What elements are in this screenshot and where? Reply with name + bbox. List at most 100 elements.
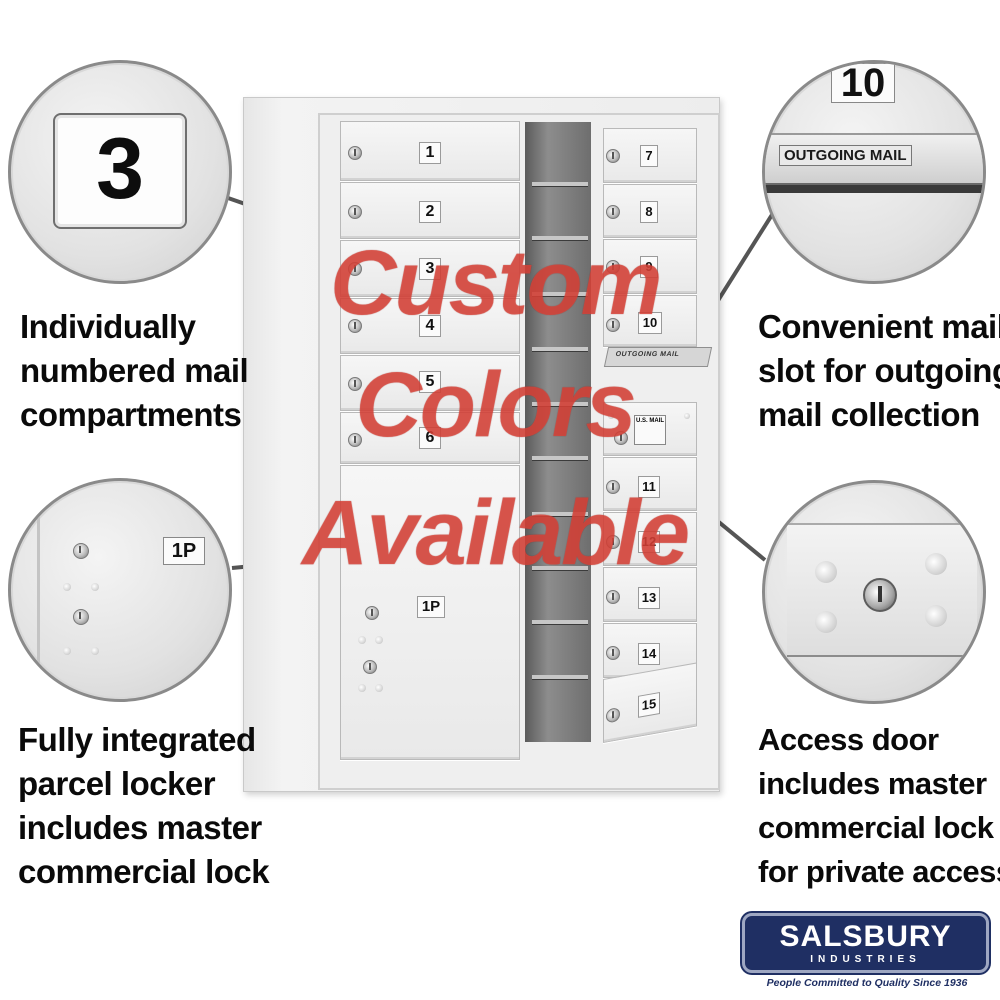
lock-icon bbox=[606, 480, 620, 494]
lock-icon bbox=[606, 205, 620, 219]
logo-name: SALSBURY bbox=[779, 920, 952, 953]
zoom-outgoing-slot: 10 OUTGOING MAIL bbox=[762, 60, 986, 284]
caption-parcel: Fully integrated parcel locker includes … bbox=[18, 718, 270, 894]
lock-icon bbox=[606, 535, 620, 549]
shelf bbox=[532, 236, 588, 241]
caption-line: compartments bbox=[20, 396, 242, 433]
logo-tagline: People Committed to Quality Since 1936 bbox=[766, 977, 968, 989]
mail-door-5[interactable]: 5 bbox=[340, 355, 520, 411]
overlay-line-3: Available bbox=[302, 482, 690, 584]
mail-door-13[interactable]: 13 bbox=[603, 567, 697, 622]
rivet-icon bbox=[815, 561, 837, 583]
rivet-icon bbox=[358, 684, 366, 692]
zoom-parcel-label: 1P bbox=[163, 537, 205, 565]
mail-door-11[interactable]: 11 bbox=[603, 457, 697, 511]
lock-icon bbox=[348, 377, 362, 391]
mail-door-8[interactable]: 8 bbox=[603, 184, 697, 238]
mail-door-10[interactable]: 10 bbox=[603, 295, 697, 347]
lock-icon bbox=[614, 431, 628, 445]
open-shelf-interior bbox=[525, 122, 591, 742]
lock-icon bbox=[606, 646, 620, 660]
logo-subtitle: INDUSTRIES bbox=[810, 954, 921, 965]
door-number: 1 bbox=[419, 142, 441, 164]
rivet-icon bbox=[91, 647, 99, 655]
mail-door-7[interactable]: 7 bbox=[603, 128, 697, 183]
lock-icon bbox=[348, 319, 362, 333]
shelf bbox=[532, 347, 588, 352]
lock-icon bbox=[606, 590, 620, 604]
access-door-label: U.S. MAIL bbox=[634, 415, 666, 445]
salsbury-logo: SALSBURY INDUSTRIES bbox=[742, 913, 989, 973]
parcel-locker-door[interactable]: 1P bbox=[340, 465, 520, 760]
caption-line: Convenient mail bbox=[758, 308, 1000, 345]
zoom-compartment-number: 3 bbox=[8, 60, 232, 284]
overlay-line-1: Custom bbox=[330, 232, 662, 334]
zoom-parcel-locker: 1P bbox=[8, 478, 232, 702]
lock-icon bbox=[365, 606, 379, 620]
door-number: 7 bbox=[640, 145, 658, 167]
mail-door-6[interactable]: 6 bbox=[340, 412, 520, 464]
lock-icon bbox=[348, 205, 362, 219]
rivet-icon bbox=[608, 413, 614, 419]
mail-door-12[interactable]: 12 bbox=[603, 512, 697, 566]
rivet-icon bbox=[63, 583, 71, 591]
shelf bbox=[532, 675, 588, 680]
caption-line: for private access bbox=[758, 854, 1000, 889]
rivet-icon bbox=[375, 636, 383, 644]
caption-line: parcel locker bbox=[18, 765, 216, 802]
mail-door-2[interactable]: 2 bbox=[340, 182, 520, 239]
door-number: 3 bbox=[419, 258, 441, 280]
caption-outgoing: Convenient mail slot for outgoing mail c… bbox=[758, 305, 1000, 437]
zoom-parcel-edge bbox=[37, 481, 40, 699]
lock-icon bbox=[73, 543, 89, 559]
zoom-number-text: 3 bbox=[96, 121, 144, 217]
lock-icon bbox=[606, 318, 620, 332]
lock-icon bbox=[863, 578, 897, 612]
door-number: 5 bbox=[419, 371, 441, 393]
rivet-icon bbox=[358, 636, 366, 644]
rivet-icon bbox=[925, 605, 947, 627]
shelf bbox=[532, 292, 588, 297]
door-number: 4 bbox=[419, 315, 441, 337]
caption-line: numbered mail bbox=[20, 352, 249, 389]
lock-icon bbox=[348, 262, 362, 276]
caption-line: commercial lock bbox=[758, 810, 994, 845]
lock-icon bbox=[606, 149, 620, 163]
lock-icon bbox=[363, 660, 377, 674]
parcel-locker-number: 1P bbox=[417, 596, 445, 618]
caption-access: Access door includes master commercial l… bbox=[758, 718, 1000, 894]
door-number: 10 bbox=[638, 312, 662, 334]
zoom-access-door bbox=[762, 480, 986, 704]
door-number: 13 bbox=[638, 587, 660, 609]
rivet-icon bbox=[815, 611, 837, 633]
lock-icon bbox=[348, 146, 362, 160]
caption-line: Access door bbox=[758, 722, 939, 757]
zoom-outgoing-label: OUTGOING MAIL bbox=[779, 145, 912, 166]
mail-door-1[interactable]: 1 bbox=[340, 121, 520, 181]
rivet-icon bbox=[684, 413, 690, 419]
lock-icon bbox=[348, 433, 362, 447]
caption-line: includes master bbox=[758, 766, 987, 801]
rivet-icon bbox=[63, 647, 71, 655]
caption-line: slot for outgoing bbox=[758, 352, 1000, 389]
mail-door-9[interactable]: 9 bbox=[603, 239, 697, 294]
mail-door-4[interactable]: 4 bbox=[340, 298, 520, 354]
zoom-slot-gap bbox=[765, 185, 983, 193]
rivet-icon bbox=[925, 553, 947, 575]
caption-line: Fully integrated bbox=[18, 721, 256, 758]
door-number: 6 bbox=[419, 427, 441, 449]
door-number: 12 bbox=[638, 531, 660, 553]
shelf bbox=[532, 620, 588, 625]
zoom-number-plate: 3 bbox=[53, 113, 187, 229]
caption-line: Individually bbox=[20, 308, 196, 345]
mail-door-3[interactable]: 3 bbox=[340, 240, 520, 297]
lock-icon bbox=[606, 707, 620, 724]
access-door[interactable]: U.S. MAIL bbox=[603, 402, 697, 456]
lock-icon bbox=[606, 260, 620, 274]
shelf bbox=[532, 402, 588, 407]
shelf bbox=[532, 456, 588, 461]
door-number: 8 bbox=[640, 201, 658, 223]
shelf bbox=[532, 512, 588, 517]
lock-icon bbox=[73, 609, 89, 625]
rivet-icon bbox=[91, 583, 99, 591]
